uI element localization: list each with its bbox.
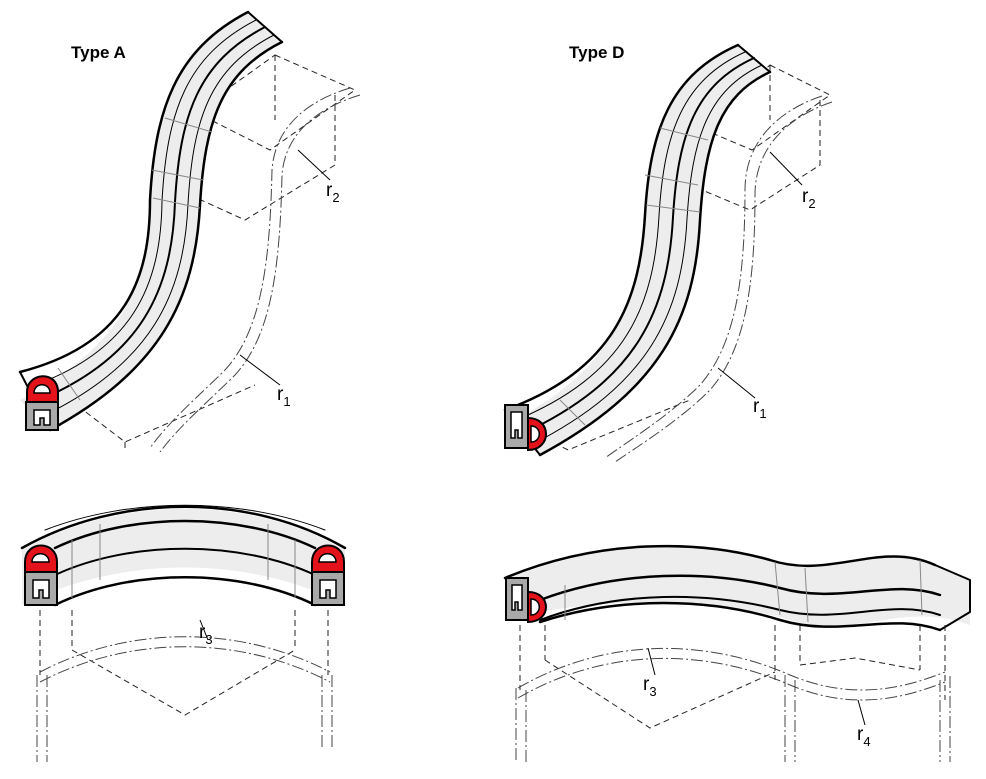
type-d-wave-body [505, 546, 970, 626]
type-d-r3-label: r3 [643, 674, 657, 699]
type-a-profile-body [20, 12, 282, 430]
type-d-r4-label: r4 [857, 724, 871, 749]
type-a-r3-label: r3 [199, 622, 213, 647]
type-d-vertical-bend [503, 43, 833, 463]
type-a-r2-label: r2 [326, 180, 340, 205]
type-a-vertical-bend [18, 10, 361, 453]
type-a-title: Type A [71, 43, 126, 62]
type-a-arc-body [22, 508, 345, 605]
type-d-cross-section [504, 404, 547, 452]
type-d-profile-body [505, 45, 770, 455]
type-d-r2-label: r2 [802, 186, 816, 211]
type-d-title: Type D [569, 43, 624, 62]
type-a-r1-label: r1 [277, 384, 291, 409]
type-d-horizontal-wave [503, 544, 971, 762]
type-a-horizontal-arc [20, 504, 347, 762]
type-a-cross-section [25, 375, 59, 431]
type-d-r1-label: r1 [753, 396, 767, 421]
